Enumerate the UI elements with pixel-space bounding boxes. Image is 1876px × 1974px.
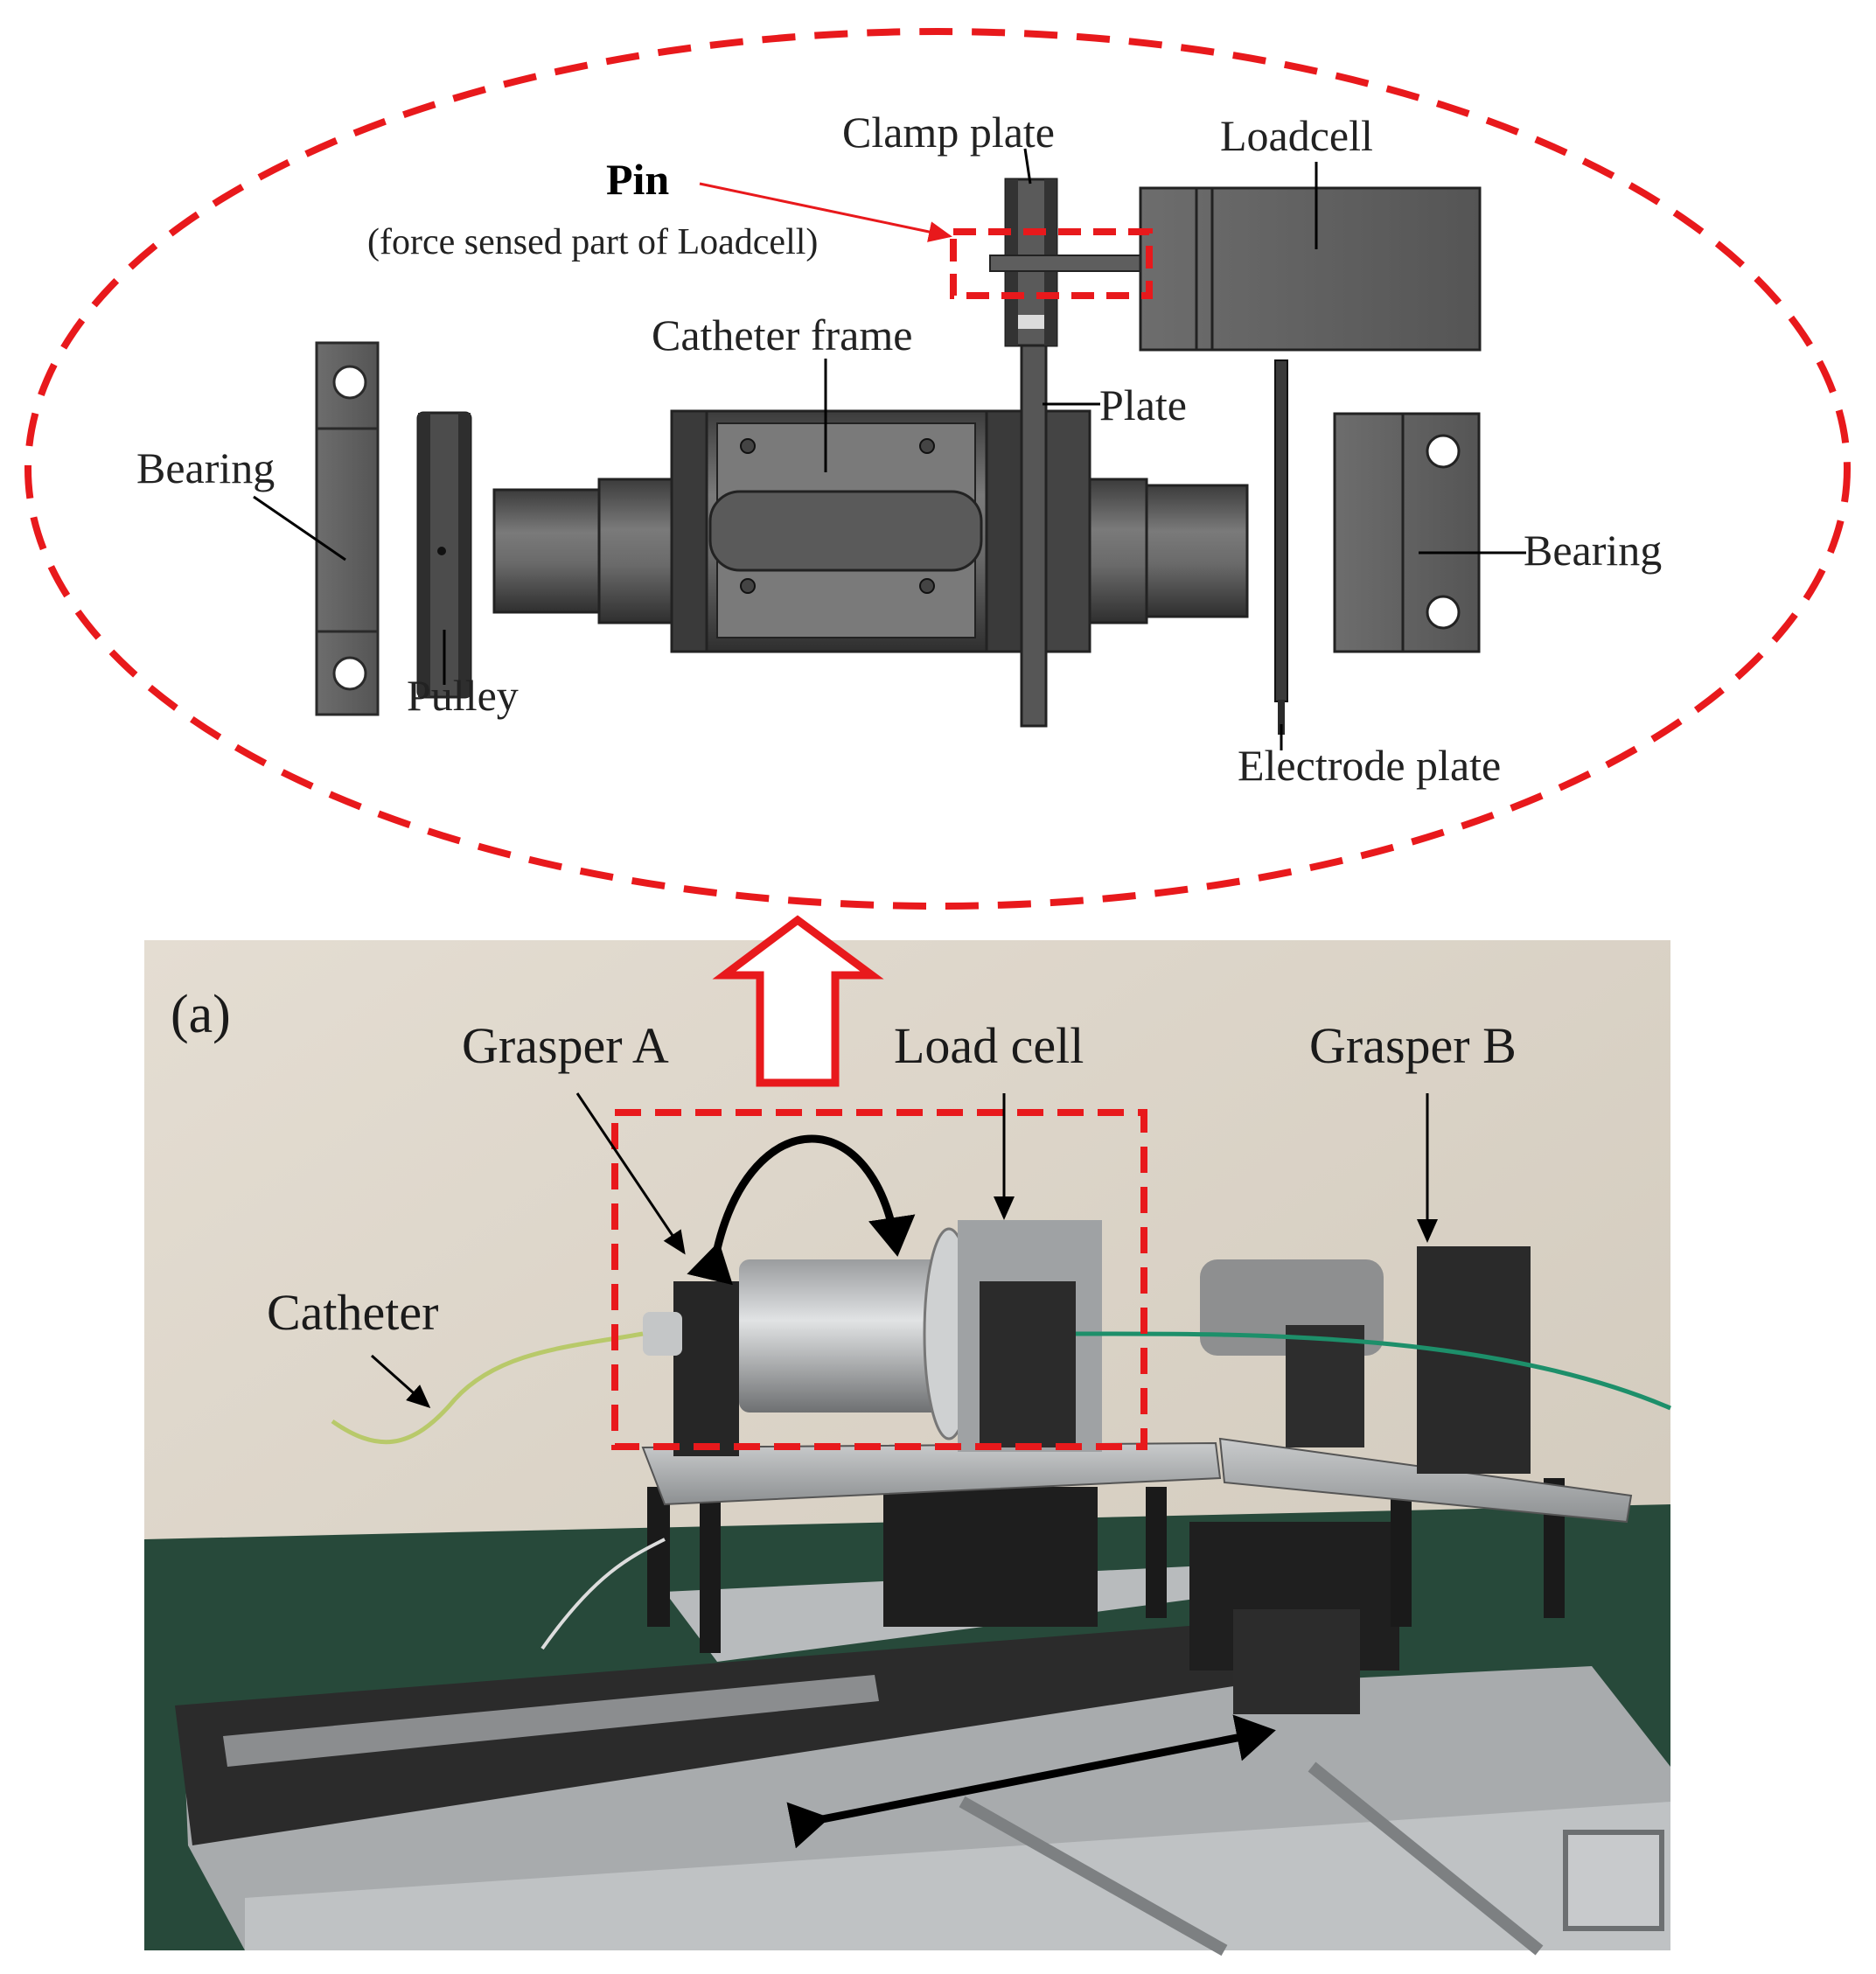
exploded-view: Clamp plate Loadcell Pin (force sensed p… <box>136 108 1662 790</box>
pin-leader-arrow <box>699 182 952 242</box>
label-bearing-left: Bearing <box>136 443 275 492</box>
plate-part <box>1020 313 1091 728</box>
label-grasper-b: Grasper B <box>1309 1017 1517 1074</box>
stepper-motor-a <box>883 1487 1098 1627</box>
linear-stage <box>175 1622 1251 1845</box>
rail-profile-end <box>1563 1830 1664 1931</box>
photo-labels: (a) Grasper A Load cell Grasper B Cathet… <box>171 985 1517 1341</box>
label-plate: Plate <box>1099 380 1187 429</box>
ball-screw <box>223 1675 879 1767</box>
grasper-a-cylinder <box>739 1259 945 1412</box>
label-electrode-plate: Electrode plate <box>1238 741 1501 790</box>
rotation-arrow <box>687 1134 916 1286</box>
left-shaft <box>492 488 601 614</box>
label-grasper-a: Grasper A <box>462 1017 669 1074</box>
rail-frame-front <box>245 1802 1670 1950</box>
photo-leader-arrows <box>371 1092 1438 1408</box>
post-3 <box>1146 1487 1167 1618</box>
label-clamp-plate: Clamp plate <box>842 108 1055 157</box>
photo-highlight-box <box>611 1109 1147 1450</box>
bearing-right-part <box>1333 412 1481 653</box>
loadcell-part <box>1139 186 1482 352</box>
label-load-cell: Load cell <box>894 1017 1084 1074</box>
catheter-wire-left <box>331 1331 644 1445</box>
right-shaft-step <box>1088 478 1148 624</box>
label-pin: Pin <box>606 155 669 204</box>
label-loadcell: Loadcell <box>1220 111 1373 160</box>
grasper-a-bearing <box>673 1281 739 1456</box>
pin-highlight-box <box>950 228 1153 299</box>
photo-panel: (a) Grasper A Load cell Grasper B Cathet… <box>144 940 1671 1957</box>
pin-part <box>989 255 1141 272</box>
loadcell-body <box>980 1281 1076 1447</box>
label-catheter-frame: Catheter frame <box>652 310 912 359</box>
pulley-part <box>416 411 472 699</box>
bearing-left-part <box>315 341 380 716</box>
grasper-a-shaft <box>643 1312 682 1356</box>
catheter-frame-part <box>670 409 1023 653</box>
post-4 <box>1391 1478 1412 1627</box>
panel-label: (a) <box>171 985 231 1044</box>
left-shaft-step <box>597 478 675 624</box>
translation-arrow <box>786 1714 1276 1849</box>
label-pulley: Pulley <box>407 671 519 720</box>
post-1 <box>647 1487 670 1627</box>
label-pin-note: (force sensed part of Loadcell) <box>367 222 818 262</box>
exploded-labels: Clamp plate Loadcell Pin (force sensed p… <box>136 108 1662 790</box>
zoom-ellipse <box>24 28 1851 910</box>
sensor-wire <box>540 1538 666 1650</box>
right-shaft <box>1145 484 1249 618</box>
label-catheter: Catheter <box>267 1284 438 1341</box>
post-2 <box>700 1487 721 1653</box>
upper-plate-b <box>1218 1437 1633 1524</box>
zoom-up-arrow <box>712 915 884 1087</box>
grasper-b-bracket-1 <box>1286 1325 1364 1447</box>
coupler-block <box>1233 1609 1360 1714</box>
leader-lines <box>253 148 1526 750</box>
electrode-plate-part <box>1274 359 1288 735</box>
label-bearing-right: Bearing <box>1524 526 1662 575</box>
rail-frame-line-2 <box>1308 1761 1544 1956</box>
